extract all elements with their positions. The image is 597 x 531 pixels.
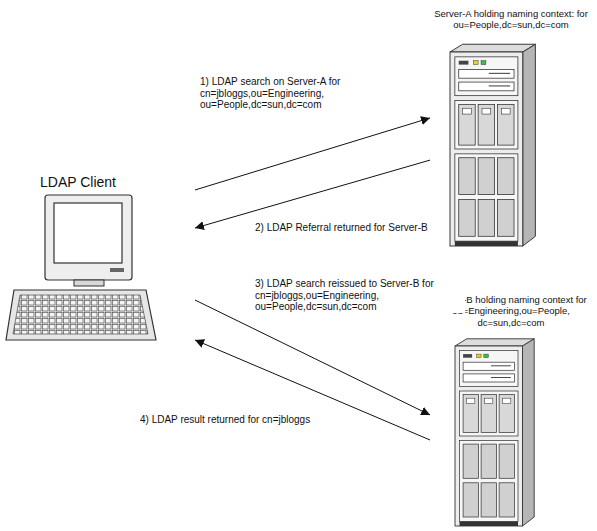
client-label: LDAP Client — [40, 174, 193, 191]
server-node: Server-B holding naming context for ou=E… — [430, 292, 592, 528]
message-arrow — [195, 160, 430, 228]
computer-illustration — [6, 195, 156, 340]
message-label: 2) LDAP Referral returned for Server-B — [255, 222, 430, 234]
client-node: LDAP Client — [8, 172, 195, 345]
server-illustration — [450, 44, 535, 246]
message-arrow — [195, 118, 430, 190]
message-label: 1) LDAP search on Server-A for cn=jblogg… — [200, 76, 400, 111]
server-illustration — [455, 339, 534, 526]
server-node: Server-A holding naming context: for ou=… — [430, 6, 592, 251]
message-label: 4) LDAP result returned for cn=jbloggs — [140, 414, 360, 426]
message-arrow — [195, 300, 430, 415]
message-label: 3) LDAP search reissued to Server-B for … — [255, 278, 465, 313]
server-heading: Server-A holding naming context: for ou=… — [432, 8, 590, 31]
